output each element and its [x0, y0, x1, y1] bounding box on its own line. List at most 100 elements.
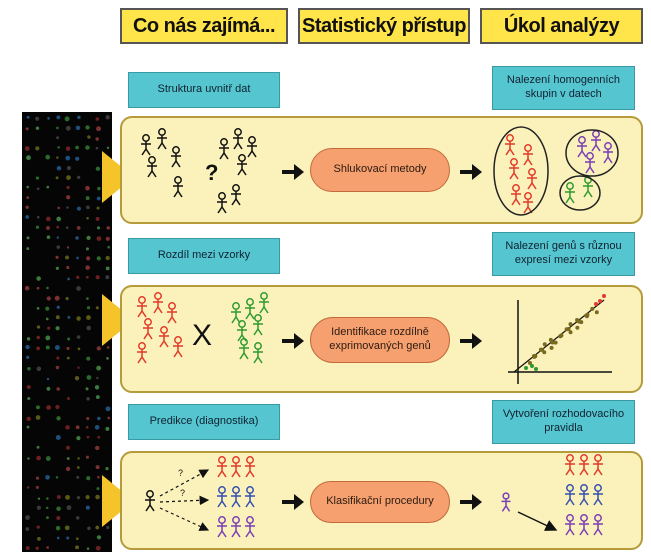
person-icon [501, 492, 511, 512]
person-icon [579, 514, 589, 536]
scatter-point [530, 364, 534, 368]
person-icon [231, 486, 241, 508]
microarray-spot [36, 455, 41, 461]
microarray-spot [26, 355, 30, 360]
arrow-right-icon [282, 494, 304, 510]
task-label-3: Vytvoření rozhodovacího pravidla [492, 400, 635, 444]
scatter-point [558, 334, 563, 339]
microarray-spot [65, 297, 69, 301]
scatter-plot-icon [508, 294, 612, 384]
microarray-spot [46, 546, 50, 549]
microarray-spot [85, 145, 90, 150]
microarray-spot [36, 505, 42, 510]
microarray-spot [45, 456, 51, 461]
microarray-spot [25, 205, 29, 209]
person-icon [173, 336, 183, 358]
microarray-spot [35, 415, 41, 420]
microarray-spot [85, 275, 89, 279]
microarray-spot [46, 235, 51, 239]
microarray-spot [95, 166, 101, 171]
microarray-spot [67, 337, 71, 341]
microarray-spot [25, 527, 30, 531]
microarray-spot [36, 187, 40, 191]
microarray-spot [46, 377, 50, 381]
microarray-spot [56, 245, 61, 249]
question-label-3: Predikce (diagnostika) [128, 404, 280, 440]
person-icon [577, 136, 587, 158]
microarray-spot [26, 155, 31, 161]
scatter-point [584, 313, 589, 318]
header-col1: Co nás zajímá... [120, 8, 288, 44]
microarray-spot [56, 225, 60, 229]
microarray-spot [86, 476, 91, 481]
microarray-spot [76, 466, 80, 469]
microarray-spot [106, 357, 109, 360]
microarray-spot [64, 116, 70, 122]
microarray-spot [86, 297, 89, 300]
microarray-dots [24, 115, 111, 551]
microarray-spot [75, 145, 79, 150]
microarray-spot [76, 495, 81, 500]
microarray-spot [67, 315, 71, 319]
arrow-right-icon [282, 164, 304, 180]
microarray-spot [75, 236, 79, 240]
microarray-spot [86, 315, 91, 320]
microarray-spot [55, 266, 59, 270]
microarray-spot [66, 195, 71, 200]
microarray-spot [65, 155, 71, 161]
microarray-spot [56, 506, 61, 511]
microarray-spot [26, 236, 30, 240]
microarray-spot [66, 206, 69, 209]
header-col2: Statistický přístup [298, 8, 470, 44]
microarray-spot [25, 344, 30, 350]
cluster-ellipse-blue [565, 129, 619, 177]
microarray-spot [86, 235, 91, 240]
microarray-spot [77, 347, 81, 351]
person-icon [217, 456, 227, 478]
person-icon [505, 134, 515, 156]
microarray-spot [66, 185, 70, 190]
scatter-point [598, 299, 602, 303]
microarray-spot [56, 416, 61, 421]
person-icon [593, 514, 603, 536]
scatter-point [566, 327, 571, 332]
scatter-point [602, 294, 606, 298]
microarray-spot [36, 215, 40, 219]
microarray-spot [76, 256, 79, 260]
microarray-spot [95, 465, 100, 470]
microarray-spot [97, 186, 101, 191]
microarray-spot [106, 346, 110, 349]
microarray-spot [45, 306, 50, 311]
microarray-spot [75, 537, 79, 541]
person-icon [219, 138, 229, 160]
microarray-spot [95, 306, 99, 310]
microarray-spot [87, 135, 91, 139]
microarray-spot [107, 416, 111, 420]
microarray-spot [77, 366, 80, 369]
microarray-spot [56, 305, 60, 309]
microarray-spot [66, 246, 70, 249]
person-icon [167, 302, 177, 324]
microarray-spot [35, 405, 40, 410]
person-icon [143, 318, 153, 340]
person-icon [173, 176, 183, 198]
person-icon [245, 516, 255, 538]
scatter-point [575, 317, 580, 322]
arrow-right-icon [460, 164, 482, 180]
microarray-spot [94, 385, 100, 390]
microarray-spot [56, 236, 59, 239]
microarray-spot [47, 117, 50, 120]
microarray-spot [96, 126, 101, 132]
microarray-spot [74, 375, 80, 381]
microarray-spot [25, 515, 30, 520]
person-icon [565, 484, 575, 506]
person-icon [171, 146, 181, 168]
dotted-arrows-icon [159, 469, 210, 531]
microarray-spot [36, 525, 40, 529]
microarray-spot [55, 434, 61, 440]
microarray-spot [35, 126, 40, 130]
person-icon [217, 486, 227, 508]
question-label-2: Rozdíl mezi vzorky [128, 238, 280, 274]
person-icon [603, 142, 613, 164]
microarray-spot [96, 535, 102, 540]
